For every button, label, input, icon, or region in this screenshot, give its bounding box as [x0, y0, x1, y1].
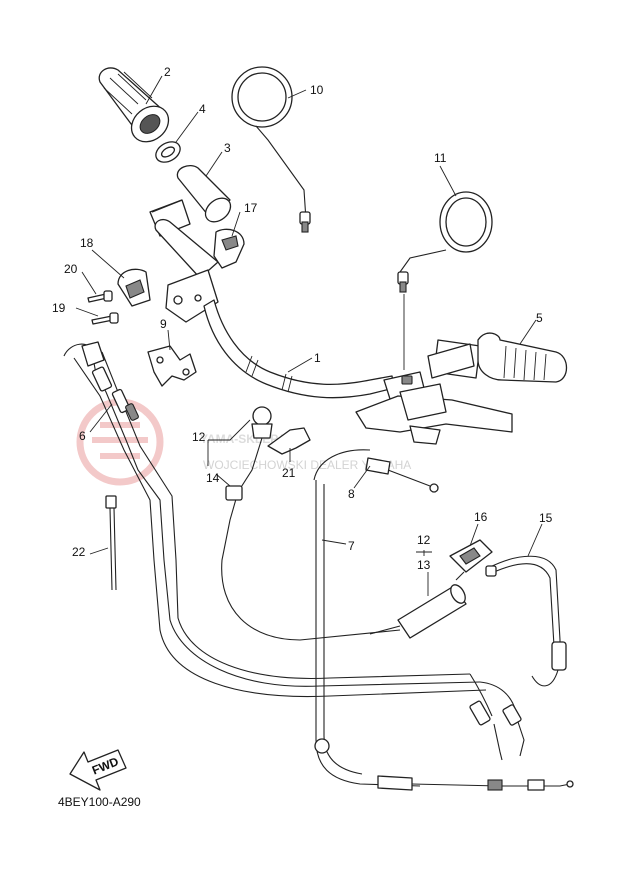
callout-1: 1 — [314, 351, 321, 365]
leader-lines — [75, 75, 543, 596]
diagram-code: 4BEY100-A290 — [58, 795, 141, 809]
callout-6: 6 — [79, 429, 86, 443]
cable-tie-22 — [105, 495, 117, 591]
handlebar — [203, 299, 395, 399]
callout-16: 16 — [474, 510, 488, 524]
choke-cable — [221, 406, 401, 641]
band-plates — [151, 199, 475, 379]
callout-13: 13 — [417, 558, 431, 572]
callout-21: 21 — [282, 466, 296, 480]
lead-15 — [485, 555, 567, 687]
throttle-cable-6 — [63, 341, 525, 761]
watermark-brand: YAMA-SKLEP.PL — [200, 432, 295, 446]
switch-clamp — [117, 268, 151, 307]
callout-11: 11 — [434, 151, 447, 165]
callout-5: 5 — [536, 311, 543, 325]
right-lever-assembly — [355, 371, 513, 445]
callout-22: 22 — [72, 545, 86, 559]
bracket-21 — [267, 427, 311, 455]
callout-10: 10 — [310, 83, 324, 97]
screw-19 — [91, 312, 119, 325]
callout-12a: 12 — [192, 430, 206, 444]
callout-9: 9 — [160, 317, 167, 331]
callout-19: 19 — [52, 301, 66, 315]
fwd-arrow-icon: FWD — [69, 749, 127, 791]
callout-7: 7 — [348, 539, 355, 553]
callout-18: 18 — [80, 236, 94, 250]
callout-3: 3 — [224, 141, 231, 155]
callout-15: 15 — [539, 511, 553, 525]
cable-adjuster-8 — [365, 457, 439, 493]
mirror-left — [231, 66, 311, 233]
switch-16 — [449, 539, 493, 581]
choke-plunger-13 — [369, 584, 467, 639]
callout-8: 8 — [348, 487, 355, 501]
callout-14: 14 — [206, 471, 220, 485]
callout-17: 17 — [244, 201, 258, 215]
callout-4: 4 — [199, 102, 206, 116]
callout-2: 2 — [164, 65, 171, 79]
callout-12b: 12 — [417, 533, 431, 547]
throttle-tube — [176, 164, 232, 223]
grip-ring — [155, 141, 181, 163]
callout-labels: 1 2 3 4 5 6 7 8 9 10 11 12 12 13 14 15 1… — [52, 65, 553, 572]
mirror-right — [397, 191, 493, 370]
left-grip — [98, 67, 170, 143]
lever-holder-9 — [147, 345, 197, 387]
screw-20 — [87, 290, 113, 303]
callout-20: 20 — [64, 262, 78, 276]
clutch-cable-7 — [313, 449, 574, 791]
left-switch-assembly — [149, 199, 245, 323]
